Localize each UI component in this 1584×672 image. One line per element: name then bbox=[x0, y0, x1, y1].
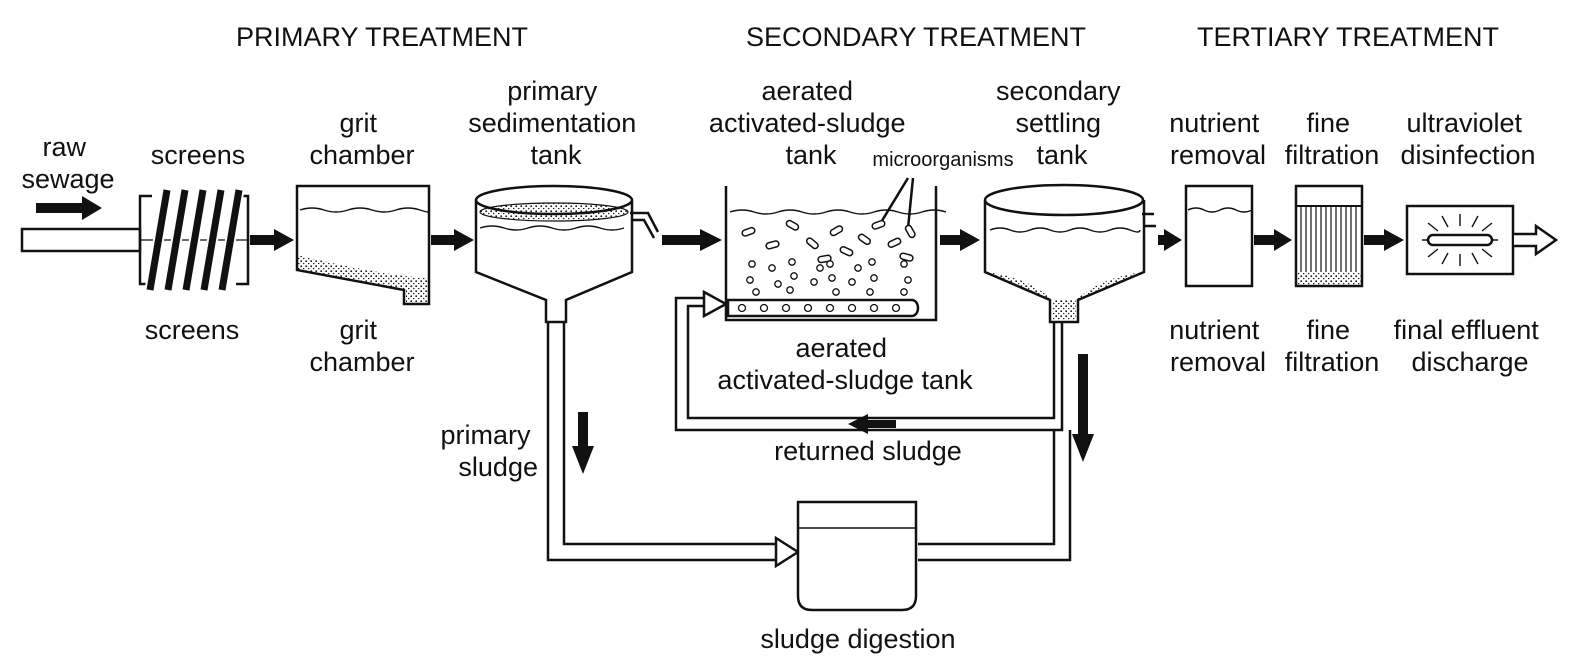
raw-sewage-label: raw sewage bbox=[21, 132, 114, 194]
primary-tank-label: primary sedimentation tank bbox=[468, 76, 644, 170]
raw-sewage-inlet: raw sewage bbox=[20, 132, 142, 253]
fine-filtration-bottom-label: fine filtration bbox=[1285, 315, 1380, 377]
effluent-outflow-arrow-icon bbox=[1514, 223, 1559, 257]
waste-sludge-pipe bbox=[918, 430, 1072, 562]
grit-chamber-top-label: grit chamber bbox=[309, 108, 414, 170]
secondary-tank-label: secondary settling tank bbox=[996, 76, 1128, 170]
return-arrow-icon bbox=[848, 414, 896, 434]
primary-sedimentation-tank bbox=[474, 184, 660, 324]
uv-disinfection-unit bbox=[1405, 204, 1515, 276]
air-bubbles bbox=[746, 258, 912, 296]
screens-bottom-label: screens bbox=[145, 315, 240, 345]
stage-heading-secondary: SECONDARY TREATMENT bbox=[746, 22, 1086, 52]
uv-disinfection-label: ultraviolet disinfection bbox=[1400, 108, 1535, 170]
flow-arrow-icon bbox=[1158, 229, 1182, 251]
returned-sludge-label: returned sludge bbox=[774, 436, 962, 466]
inflow-arrow-icon bbox=[36, 196, 102, 220]
screens-unit bbox=[138, 189, 250, 291]
flow-arrow-icon bbox=[431, 229, 474, 251]
fine-filtration-unit bbox=[1294, 184, 1364, 288]
secondary-settling-tank bbox=[983, 183, 1156, 324]
flow-arrow-icon bbox=[940, 229, 980, 251]
aerated-tank-bottom-label: aerated activated-sludge tank bbox=[717, 333, 973, 395]
down-arrow-icon bbox=[572, 412, 594, 474]
grit-chamber-bottom-label: grit chamber bbox=[309, 315, 414, 377]
screen-bars bbox=[144, 189, 245, 291]
nutrient-removal-tank bbox=[1184, 184, 1254, 288]
flow-arrow-icon bbox=[250, 229, 294, 251]
nutrient-removal-bottom-label: nutrient removal bbox=[1169, 315, 1267, 377]
returned-sludge-pipe bbox=[674, 289, 1064, 432]
aerated-tank-top-label: aerated activated-sludge tank bbox=[709, 76, 913, 170]
stage-heading-primary: PRIMARY TREATMENT bbox=[236, 22, 528, 52]
sludge-digestion-tank bbox=[796, 500, 918, 612]
down-arrow-icon bbox=[1072, 354, 1094, 462]
aeration-pipe bbox=[726, 298, 920, 318]
uv-lamp-icon bbox=[1426, 233, 1494, 247]
fine-filtration-top-label: fine filtration bbox=[1285, 108, 1380, 170]
stage-heading-tertiary: TERTIARY TREATMENT bbox=[1197, 22, 1499, 52]
grit-chamber bbox=[295, 184, 431, 306]
primary-sludge-pipe bbox=[546, 322, 801, 569]
screens-top-label: screens bbox=[151, 140, 246, 170]
inlet-pipe bbox=[20, 227, 142, 253]
microorganism-particles bbox=[741, 219, 916, 264]
aerated-activated-sludge-tank bbox=[724, 186, 947, 322]
sludge-digestion-label: sludge digestion bbox=[760, 624, 955, 654]
flow-arrow-icon bbox=[1364, 229, 1404, 251]
primary-sludge-label: primary sludge bbox=[440, 420, 538, 482]
flow-arrow-icon bbox=[662, 229, 722, 251]
flow-arrow-icon bbox=[1254, 229, 1292, 251]
microorganisms-label: microorganisms bbox=[872, 149, 1013, 171]
final-effluent-label: final effluent discharge bbox=[1394, 315, 1547, 377]
nutrient-removal-top-label: nutrient removal bbox=[1169, 108, 1267, 170]
